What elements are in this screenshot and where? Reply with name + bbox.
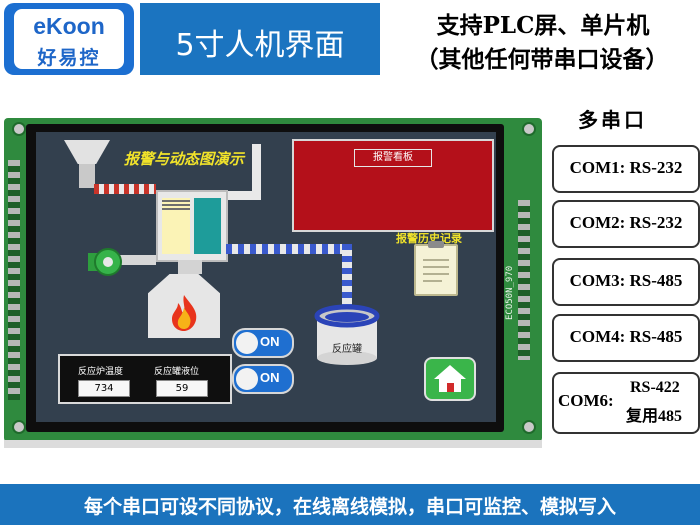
header-pins-right bbox=[518, 200, 530, 360]
toggle-1-state: ON bbox=[260, 334, 280, 349]
tank-chamber-right bbox=[194, 198, 221, 254]
alarm-history-clipboard-icon[interactable] bbox=[414, 241, 458, 296]
com3-label: COM3: RS-485 bbox=[569, 271, 683, 290]
alarm-board-panel[interactable]: 报警看板 bbox=[292, 139, 494, 232]
clip-icon bbox=[428, 241, 444, 248]
hopper-neck bbox=[79, 164, 95, 188]
readout-panel: 反应炉温度 反应罐液位 734 59 bbox=[58, 354, 232, 404]
reactor-label: 反应罐 bbox=[332, 344, 362, 355]
furnace-temp-value: 734 bbox=[78, 380, 130, 397]
header-pins-left bbox=[8, 160, 20, 400]
footer-text: 每个串口可设不同协议，在线离线模拟，串口可监控、模拟写入 bbox=[83, 496, 616, 518]
mount-hole bbox=[522, 122, 536, 136]
subtitle-line-2: （其他任何带串口设备） bbox=[415, 46, 669, 73]
title-banner: 5寸人机界面 bbox=[140, 3, 380, 75]
tank-neck bbox=[178, 260, 202, 274]
subtitle-line-1: 支持PLC屏、单片机 bbox=[436, 12, 650, 39]
alarm-history-label: 报警历史记录 bbox=[396, 232, 462, 245]
blower-pipe bbox=[120, 255, 156, 265]
hopper bbox=[64, 140, 110, 164]
logo-panel: eKoon 好易控 bbox=[14, 9, 124, 69]
com6-line-2: 复用485 bbox=[626, 408, 683, 425]
toggle-knob bbox=[236, 332, 258, 354]
mixing-tank bbox=[156, 190, 228, 262]
board-edge bbox=[4, 440, 542, 448]
com1-label: COM1: RS-232 bbox=[569, 158, 683, 177]
com6-box: COM6: RS-422 复用485 bbox=[552, 372, 700, 434]
outlet-pipe-vertical bbox=[252, 144, 261, 200]
com2-box: COM2: RS-232 bbox=[552, 200, 700, 248]
toggle-2-state: ON bbox=[260, 370, 280, 385]
footer-banner: 每个串口可设不同协议，在线离线模拟，串口可监控、模拟写入 bbox=[0, 484, 700, 525]
outlet-pipe-horizontal bbox=[218, 191, 261, 200]
tank-level-stripes bbox=[162, 198, 190, 210]
transfer-pipe-vertical bbox=[342, 244, 352, 312]
toggle-knob bbox=[236, 368, 258, 390]
reactor-level-label: 反应罐液位 bbox=[154, 367, 200, 377]
hmi-screen: 报警与动态图演示 反应罐 报警看板 报警历史记录 bbox=[36, 132, 496, 422]
mount-hole bbox=[12, 420, 26, 434]
com3-box: COM3: RS-485 bbox=[552, 258, 700, 306]
home-icon bbox=[434, 365, 466, 392]
blower-fan-icon bbox=[88, 247, 122, 277]
transfer-pipe-horizontal bbox=[226, 244, 348, 254]
mount-hole bbox=[12, 122, 26, 136]
com4-label: COM4: RS-485 bbox=[569, 327, 683, 346]
page-title: 5寸人机界面 bbox=[175, 28, 345, 63]
home-button[interactable] bbox=[424, 357, 476, 401]
logo-text-cn: 好易控 bbox=[37, 47, 101, 69]
furnace-temp-label: 反应炉温度 bbox=[78, 367, 124, 377]
board-silkscreen: ECO50N_970 bbox=[505, 265, 515, 320]
reactor-level-value: 59 bbox=[156, 380, 208, 397]
com1-box: COM1: RS-232 bbox=[552, 145, 700, 193]
multi-port-title: 多串口 bbox=[578, 108, 647, 132]
flame-icon bbox=[168, 294, 200, 332]
com6-line-1: RS-422 bbox=[630, 379, 680, 396]
toggle-switch-1[interactable]: ON bbox=[232, 328, 294, 358]
reactor-tank: 反应罐 bbox=[314, 304, 380, 366]
com6-label: COM6: bbox=[558, 391, 614, 410]
com4-box: COM4: RS-485 bbox=[552, 314, 700, 362]
feed-pipe bbox=[94, 184, 156, 194]
toggle-switch-2[interactable]: ON bbox=[232, 364, 294, 394]
com2-label: COM2: RS-232 bbox=[569, 213, 683, 232]
mount-hole bbox=[522, 420, 536, 434]
logo-text-en: eKoon bbox=[33, 13, 105, 39]
alarm-board-title: 报警看板 bbox=[354, 149, 432, 167]
brand-logo: eKoon 好易控 bbox=[4, 3, 134, 75]
diagram-title: 报警与动态图演示 bbox=[124, 150, 245, 168]
